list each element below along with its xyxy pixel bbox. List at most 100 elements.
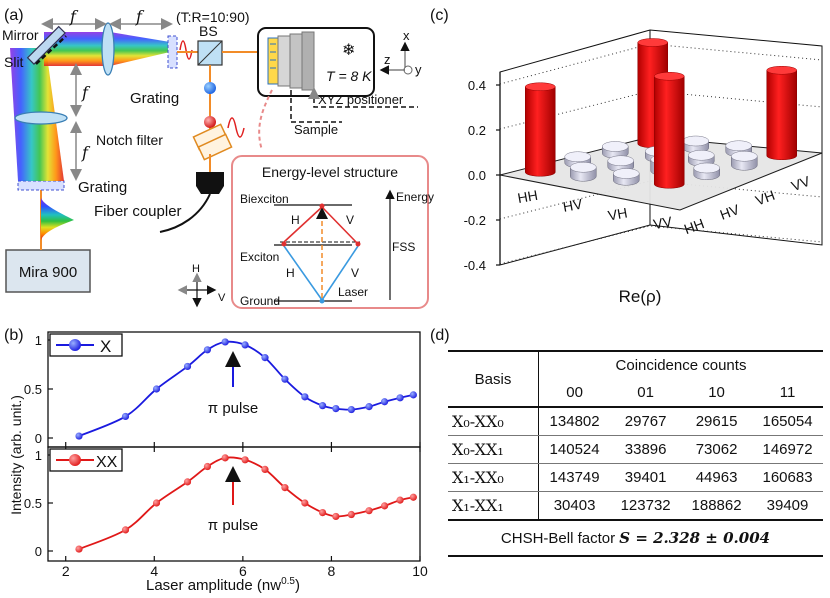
z-tick-label: -0.4 xyxy=(464,258,486,273)
x-tick-label: 6 xyxy=(239,563,247,579)
z-ticks: 0.40.20.0-0.2-0.4 xyxy=(464,78,500,273)
snowflake-icon: ❄ xyxy=(342,42,355,59)
slit-label: Slit xyxy=(4,54,24,70)
data-point xyxy=(332,512,340,521)
inset-title: Energy-level structure xyxy=(262,164,398,180)
data-point xyxy=(121,412,130,421)
axis-z-label: z xyxy=(384,52,391,67)
fss-label: FSS xyxy=(392,240,415,254)
temperature-label: T = 8 K xyxy=(326,68,372,84)
bar-cylinder-large xyxy=(654,72,685,189)
bars-3d xyxy=(525,38,797,189)
bar-cylinder-small xyxy=(731,151,758,171)
y-tick-label: 0.5 xyxy=(24,382,42,397)
positioner-block-2 xyxy=(289,33,303,89)
table-cell: 33896 xyxy=(610,435,682,464)
data-point xyxy=(301,499,309,507)
data-point xyxy=(380,398,389,406)
row-basis: X₁-XX₁ xyxy=(448,491,539,521)
legend-top-marker xyxy=(69,339,81,351)
f-label-4: f xyxy=(81,143,91,162)
data-point xyxy=(365,507,373,515)
table-cell: 140524 xyxy=(538,435,611,464)
series-line-XX xyxy=(78,456,414,550)
bar-cylinder-small xyxy=(570,162,597,182)
table-row: X₀-XX₀ 134802 29767 29615 165054 xyxy=(448,407,823,436)
plot-bottom-frame xyxy=(47,446,421,562)
data-point xyxy=(318,402,327,410)
row-basis: X₁-XX₀ xyxy=(448,463,539,492)
y-tick-label: 1 xyxy=(35,333,42,348)
bs-diagonal xyxy=(197,40,223,66)
data-point xyxy=(241,456,249,464)
bar-cylinder-small xyxy=(602,141,629,159)
table-cell: 44963 xyxy=(681,463,753,492)
data-point xyxy=(347,510,355,519)
x-tick-label: 4 xyxy=(150,563,158,579)
h-bot-label: H xyxy=(286,266,295,280)
chsh-formula: S = 2.328 ± 0.004 xyxy=(619,529,771,547)
data-point xyxy=(347,405,355,414)
lens-bottom xyxy=(14,111,68,125)
legend-bottom-marker xyxy=(69,454,81,466)
z-tick-label: 0.0 xyxy=(468,168,486,183)
photon-red xyxy=(204,116,216,128)
bar-cylinder-small xyxy=(607,155,634,172)
data-point xyxy=(152,385,161,393)
table-cell: 188862 xyxy=(681,491,753,521)
table-row: X₁-XX₀ 143749 39401 44963 160683 xyxy=(448,463,823,492)
legend-bottom-label: XX xyxy=(96,454,118,471)
series-line-X xyxy=(78,340,414,437)
sample-label: Sample xyxy=(294,122,338,137)
data-point xyxy=(221,338,229,346)
pulse-red-1 xyxy=(179,40,193,60)
f-label-3: f xyxy=(81,83,91,102)
grating-top xyxy=(167,35,178,69)
data-point xyxy=(241,341,249,349)
table-cell: 30403 xyxy=(538,491,611,521)
table-cell: 29615 xyxy=(681,407,753,436)
col-header-11: 11 xyxy=(752,379,823,408)
pi-pulse-label-bottom: π pulse xyxy=(208,517,258,534)
plot-bottom xyxy=(75,454,417,553)
y-tick-label: 0.5 xyxy=(24,496,42,511)
coincidence-table: Basis Coincidence counts 00 01 10 11 X₀-… xyxy=(448,350,823,557)
bar-cylinder-large xyxy=(525,82,556,177)
data-point xyxy=(332,405,340,413)
col-header-01: 01 xyxy=(610,379,682,408)
table-cell: 123732 xyxy=(610,491,682,521)
table-cell: 146972 xyxy=(752,435,823,464)
biexciton-label: Biexciton xyxy=(240,192,289,206)
table-cell: 73062 xyxy=(681,435,753,464)
axis-y-label: y xyxy=(415,62,422,77)
data-point xyxy=(396,394,404,402)
axis-row-label: HH xyxy=(516,187,539,206)
panel-a-label: (a) xyxy=(4,7,24,24)
y-axis-label: Intensity (arb. unit.) xyxy=(8,395,24,515)
notch-filter-2 xyxy=(197,133,233,161)
data-point xyxy=(203,346,212,354)
xyz-label: XYZ positioner xyxy=(318,92,404,107)
table-cell: 165054 xyxy=(752,407,823,436)
positioner-block-1 xyxy=(277,35,291,87)
fiber-coupler xyxy=(196,172,224,194)
bar-cylinder-large xyxy=(766,66,797,160)
f-label-1: f xyxy=(69,7,79,26)
data-point xyxy=(261,354,269,362)
data-point xyxy=(396,496,404,504)
bar-cylinder-small xyxy=(693,162,720,180)
energy-label: Energy xyxy=(396,190,434,204)
legend-top-label: X xyxy=(100,337,111,356)
inset-leader xyxy=(258,89,273,151)
chsh-footer: CHSH-Bell factor S = 2.328 ± 0.004 xyxy=(448,520,823,557)
axis-x-label: x xyxy=(403,28,410,43)
xyz-leader xyxy=(308,87,418,108)
pi-pulse-label-top: π pulse xyxy=(208,400,258,417)
x-tick-label: 2 xyxy=(62,563,70,579)
lens-top xyxy=(101,22,115,76)
